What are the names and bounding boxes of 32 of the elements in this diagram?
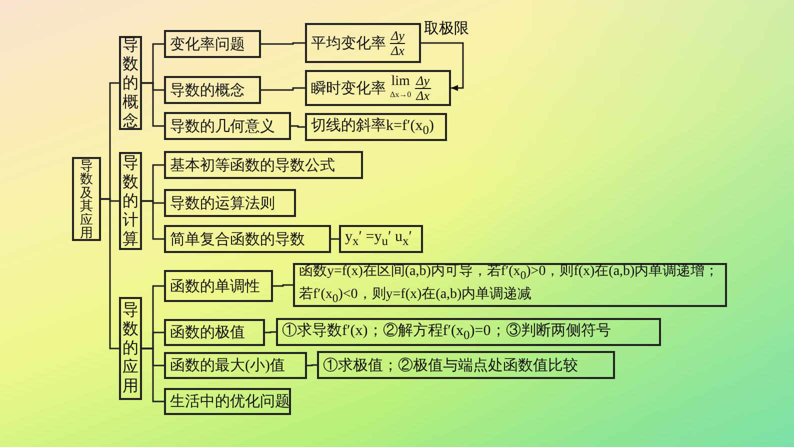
- topic-box: 基本初等函数的导数公式: [164, 151, 363, 179]
- edge-label: 取极限: [424, 19, 469, 38]
- category-box: 导数的应用: [119, 297, 142, 400]
- topic-box: 函数的最大(小)值: [164, 352, 307, 379]
- connector-line: [142, 348, 164, 402]
- connector-line: [331, 238, 339, 240]
- formula-box: ①求极值；②极值与端点处函数值比较: [317, 351, 615, 379]
- topic-box: 导数的几何意义: [164, 112, 291, 140]
- topic-box: 简单复合函数的导数: [164, 225, 331, 253]
- connector-line: [142, 200, 164, 240]
- connector-line: [307, 364, 317, 366]
- connector-line: [261, 87, 305, 91]
- connector-line: [273, 284, 293, 287]
- connector-line: [291, 125, 305, 128]
- topic-box: 导数的概念: [164, 76, 261, 104]
- connector-line: [265, 331, 276, 334]
- topic-box: 函数的单调性: [164, 270, 273, 302]
- topic-box: 生活中的优化问题: [164, 388, 291, 415]
- topic-box: 导数的运算法则: [164, 189, 296, 217]
- topic-box: 函数的极值: [164, 319, 265, 346]
- formula-box: ①求导数f′(x)；②解方程f′(x$_{0}$)=0；③判断两侧符号: [276, 318, 661, 346]
- connector-line: [261, 42, 305, 45]
- connector-line: [142, 82, 164, 127]
- connector-line: [101, 198, 119, 350]
- arrow: [421, 42, 464, 91]
- category-box: 导数的计算: [119, 152, 142, 250]
- formula-box: 函数y=f(x)在区间(a,b)内可导，若f′(x$_{0}$)>0，则f(x)在(a,b)内单调递增；若f′(x$_{0}$)<0，则y=f(x)在(a,b)内单调递减: [293, 263, 727, 307]
- topic-box: 变化率问题: [164, 30, 261, 58]
- formula-box: 切线的斜率k=f′(x$_{0}$): [305, 113, 447, 141]
- topic-box: 导数及其应用: [72, 157, 101, 241]
- category-box: 导数的概念: [119, 36, 142, 130]
- formula-box: y$_{x}$′ =y$_{u}$′ u$_{x}$′: [339, 225, 423, 253]
